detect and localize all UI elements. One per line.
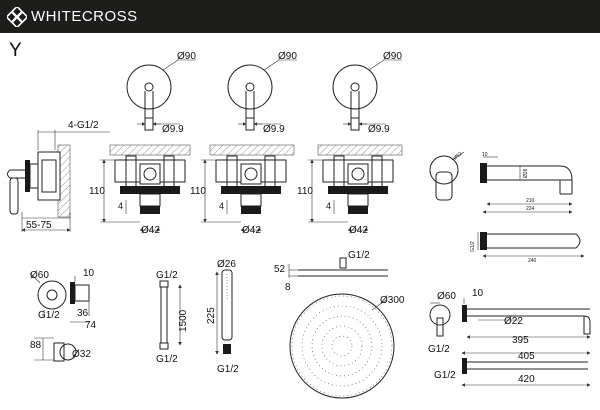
mixer-front-2 bbox=[227, 59, 297, 131]
spout-drawing bbox=[429, 151, 585, 258]
arm-2-thread: G1/2 bbox=[434, 370, 456, 381]
body-depth-range: 55-75 bbox=[26, 220, 52, 231]
head-dia: Ø300 bbox=[380, 295, 405, 306]
spout-len-2: 224 bbox=[526, 206, 535, 212]
concealed-body-3 bbox=[308, 144, 403, 232]
arm-plate-dia: Ø60 bbox=[437, 291, 456, 302]
body-1-height: 110 bbox=[89, 186, 105, 197]
mixer-3-lever-dia: Ø9.9 bbox=[368, 124, 390, 135]
body-side-thread: 4-G1/2 bbox=[68, 120, 99, 131]
rail-top-thread: G1/2 bbox=[156, 270, 178, 281]
mixer-1-lever-dia: Ø9.9 bbox=[162, 124, 184, 135]
brand-name: WHITECROSS bbox=[31, 8, 138, 25]
head-8: 8 bbox=[285, 282, 291, 293]
arm-length-420: 420 bbox=[518, 374, 535, 385]
body-side-section bbox=[7, 130, 110, 232]
spout-height: Ø26 bbox=[523, 168, 529, 178]
body-2-face-dia: Ø42 bbox=[242, 225, 261, 236]
mixer-2-plate-dia: Ø90 bbox=[278, 51, 297, 62]
body-3-height: 110 bbox=[297, 186, 313, 197]
hand-shower-thread: G1/2 bbox=[217, 364, 239, 375]
body-1-face-dia: Ø42 bbox=[141, 225, 160, 236]
rail-bottom-thread: G1/2 bbox=[156, 354, 178, 365]
hand-shower-dia: Ø26 bbox=[217, 259, 236, 270]
concealed-body-2 bbox=[201, 144, 295, 232]
shower-arm-drawing bbox=[429, 298, 591, 387]
outlet-depth: 10 bbox=[83, 268, 95, 279]
spout-len-1: 210 bbox=[526, 198, 535, 204]
arm-tube-dia: Ø22 bbox=[504, 316, 523, 327]
outlet-thread: G1/2 bbox=[38, 310, 60, 321]
outlet-dia: Ø60 bbox=[30, 270, 49, 281]
body-2-offset: 4 bbox=[219, 201, 224, 211]
whitecross-logo-icon bbox=[7, 7, 27, 27]
mixer-3-plate-dia: Ø90 bbox=[383, 51, 402, 62]
head-thread: G1/2 bbox=[348, 250, 370, 261]
head-52: 52 bbox=[274, 264, 286, 275]
rail-length: 1500 bbox=[178, 309, 189, 332]
arm-length-395: 395 bbox=[512, 335, 529, 346]
body-1-offset: 4 bbox=[118, 201, 123, 211]
body-3-face-dia: Ø42 bbox=[349, 225, 368, 236]
wall-outlet-drawing bbox=[29, 272, 90, 362]
body-3-offset: 4 bbox=[326, 201, 331, 211]
mixer-1-plate-dia: Ø90 bbox=[177, 51, 196, 62]
spout-thread: G1/2 bbox=[470, 241, 476, 252]
outlet-36: 36 bbox=[77, 308, 89, 319]
mixer-front-3 bbox=[332, 59, 402, 131]
concealed-body-1 bbox=[100, 144, 191, 232]
hand-shower-drawing bbox=[215, 269, 233, 355]
outlet-74: 74 bbox=[85, 320, 97, 331]
body-2-height: 110 bbox=[190, 186, 206, 197]
holder-88: 88 bbox=[30, 340, 42, 351]
arm-length-405: 405 bbox=[518, 351, 535, 362]
arm-flange: 10 bbox=[472, 288, 484, 299]
arm-thread: G1/2 bbox=[428, 344, 450, 355]
slide-rail-drawing bbox=[159, 280, 182, 350]
mixer-front-1 bbox=[126, 59, 196, 131]
mixer-2-lever-dia: Ø9.9 bbox=[263, 124, 285, 135]
spout-len-3: 240 bbox=[528, 258, 537, 264]
variant-letter: Y bbox=[9, 40, 22, 61]
shower-head-drawing bbox=[288, 257, 395, 399]
holder-dia: Ø32 bbox=[72, 349, 91, 360]
hand-shower-length: 225 bbox=[206, 307, 217, 324]
spout-flange: 10 bbox=[482, 152, 488, 158]
spout-plate-dia: Ø52 bbox=[452, 151, 463, 162]
top-bar: WHITECROSS bbox=[0, 0, 600, 33]
